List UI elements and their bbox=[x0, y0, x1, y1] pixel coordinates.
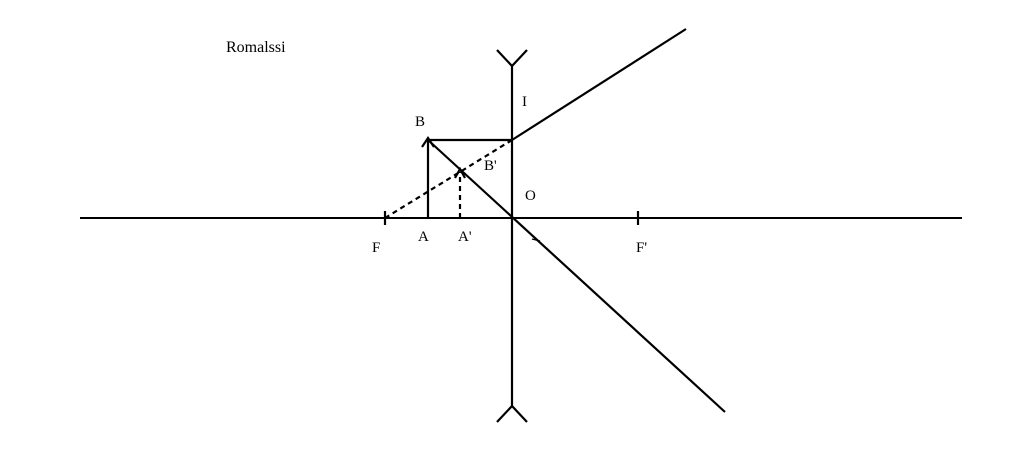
label-focal-right: F' bbox=[636, 240, 647, 256]
lens-top-arrowhead bbox=[496, 49, 528, 68]
diagram-title: Romalssi bbox=[226, 39, 286, 56]
virtual-ray-extension bbox=[384, 139, 513, 219]
image-arrowhead bbox=[454, 166, 466, 179]
label-ray-point: I bbox=[522, 94, 527, 110]
diverging-lens bbox=[496, 49, 528, 423]
label-focal-left: F bbox=[372, 240, 380, 256]
ray-direction-tick bbox=[531, 238, 541, 242]
lens-bottom-arrowhead bbox=[496, 404, 528, 423]
ray-through-center bbox=[427, 139, 726, 413]
ray-parallel-refracted bbox=[511, 28, 687, 141]
label-object-top: B bbox=[415, 114, 425, 130]
label-lens-center: O bbox=[525, 188, 536, 204]
label-image-top: B' bbox=[484, 158, 497, 174]
label-image-base: A' bbox=[458, 229, 472, 245]
label-object-base: A bbox=[418, 229, 429, 245]
